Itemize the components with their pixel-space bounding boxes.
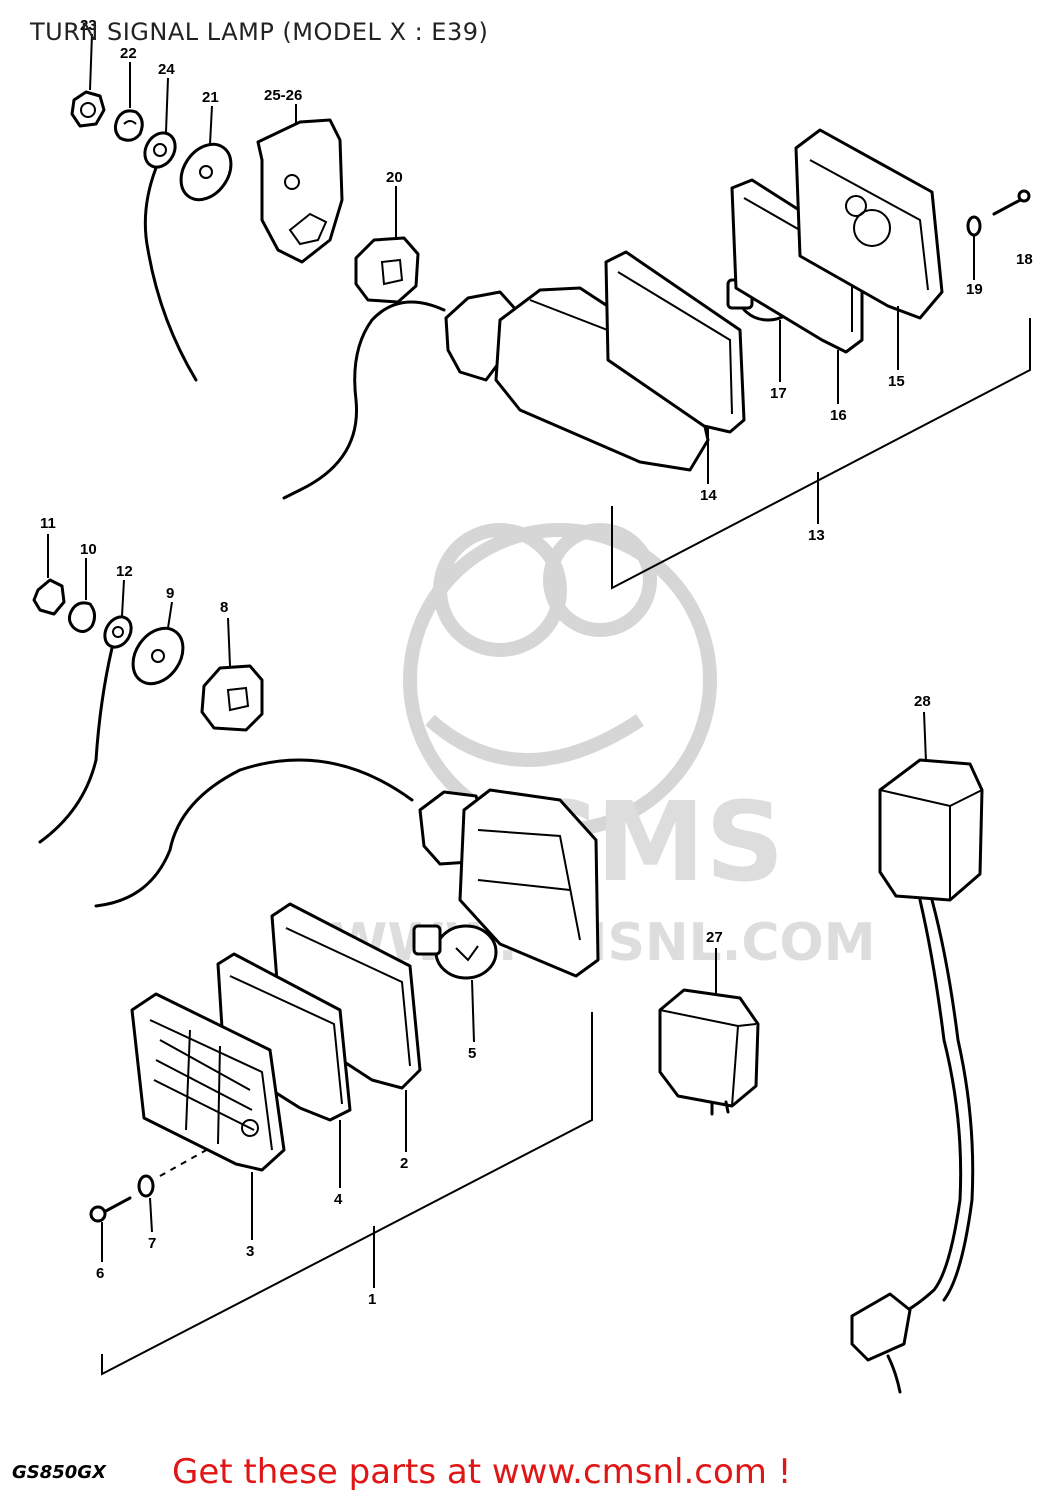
callout-12: 12 [116, 563, 133, 580]
part-12-ground-terminal [38, 615, 133, 844]
part-28-turn-signal-unit [850, 758, 984, 1394]
part-21-washer [179, 142, 233, 202]
callout-2: 2 [400, 1155, 408, 1172]
shop-link[interactable]: Get these parts at www.cmsnl.com ! [172, 1452, 792, 1492]
watermark-logo: CMS WWW.CMSNL.COM [330, 523, 875, 973]
callout-19: 19 [966, 281, 983, 298]
part-7-washer [137, 1174, 155, 1198]
watermark-url: WWW.CMSNL.COM [330, 913, 875, 973]
part-24-ground-terminal [143, 131, 198, 382]
callout-22: 22 [120, 45, 137, 62]
callout-21: 21 [202, 89, 219, 106]
callout-28: 28 [914, 693, 931, 710]
screw-axis-line [159, 1147, 211, 1177]
part-8-grommet [200, 664, 264, 732]
callout-13: 13 [808, 527, 825, 544]
callout-15: 15 [888, 373, 905, 390]
part-23-nut [70, 90, 106, 128]
callout-25-26: 25-26 [264, 87, 302, 104]
part-5-bulb [412, 924, 498, 980]
part-10-lock-washer [67, 601, 97, 633]
callout-9: 9 [166, 585, 174, 602]
part-20-grommet [354, 236, 420, 304]
callout-17: 17 [770, 385, 787, 402]
part-14-gasket [604, 250, 746, 434]
model-code: GS850GX [12, 1462, 106, 1483]
callout-27: 27 [706, 929, 723, 946]
group-13-bracket [611, 318, 1031, 590]
callout-6: 6 [96, 1265, 104, 1282]
callout-16: 16 [830, 407, 847, 424]
callout-11: 11 [40, 515, 56, 532]
callout-10: 10 [80, 541, 97, 558]
part-9-washer [131, 626, 185, 686]
diagram-title: TURN SIGNAL LAMP (MODEL X : E39) [30, 18, 489, 46]
part-25-26-bracket [256, 118, 344, 264]
callout-18: 18 [1016, 251, 1033, 268]
part-22-lock-washer [113, 109, 144, 142]
callout-23: 23 [80, 17, 97, 34]
callout-labels: 23 22 24 21 25-26 20 18 19 15 16 17 14 1… [40, 17, 1033, 1308]
callout-3: 3 [246, 1243, 254, 1260]
part-6-screw [89, 1196, 132, 1223]
part-18-screw [992, 189, 1031, 216]
callout-7: 7 [148, 1235, 156, 1252]
part-15-lens [794, 128, 944, 320]
callout-24: 24 [158, 61, 175, 78]
part-3-lens [130, 992, 286, 1172]
group-1-bracket [101, 1012, 593, 1376]
callout-4: 4 [334, 1191, 343, 1208]
part-11-nut [32, 578, 66, 616]
callout-8: 8 [220, 599, 228, 616]
part-27-flasher-relay [658, 988, 760, 1116]
callout-5: 5 [468, 1045, 476, 1062]
callout-20: 20 [386, 169, 403, 186]
callout-14: 14 [700, 487, 717, 504]
callout-1: 1 [368, 1291, 376, 1308]
part-1-lower-turn-signal-lamp [94, 758, 600, 978]
part-19-washer [966, 215, 982, 237]
